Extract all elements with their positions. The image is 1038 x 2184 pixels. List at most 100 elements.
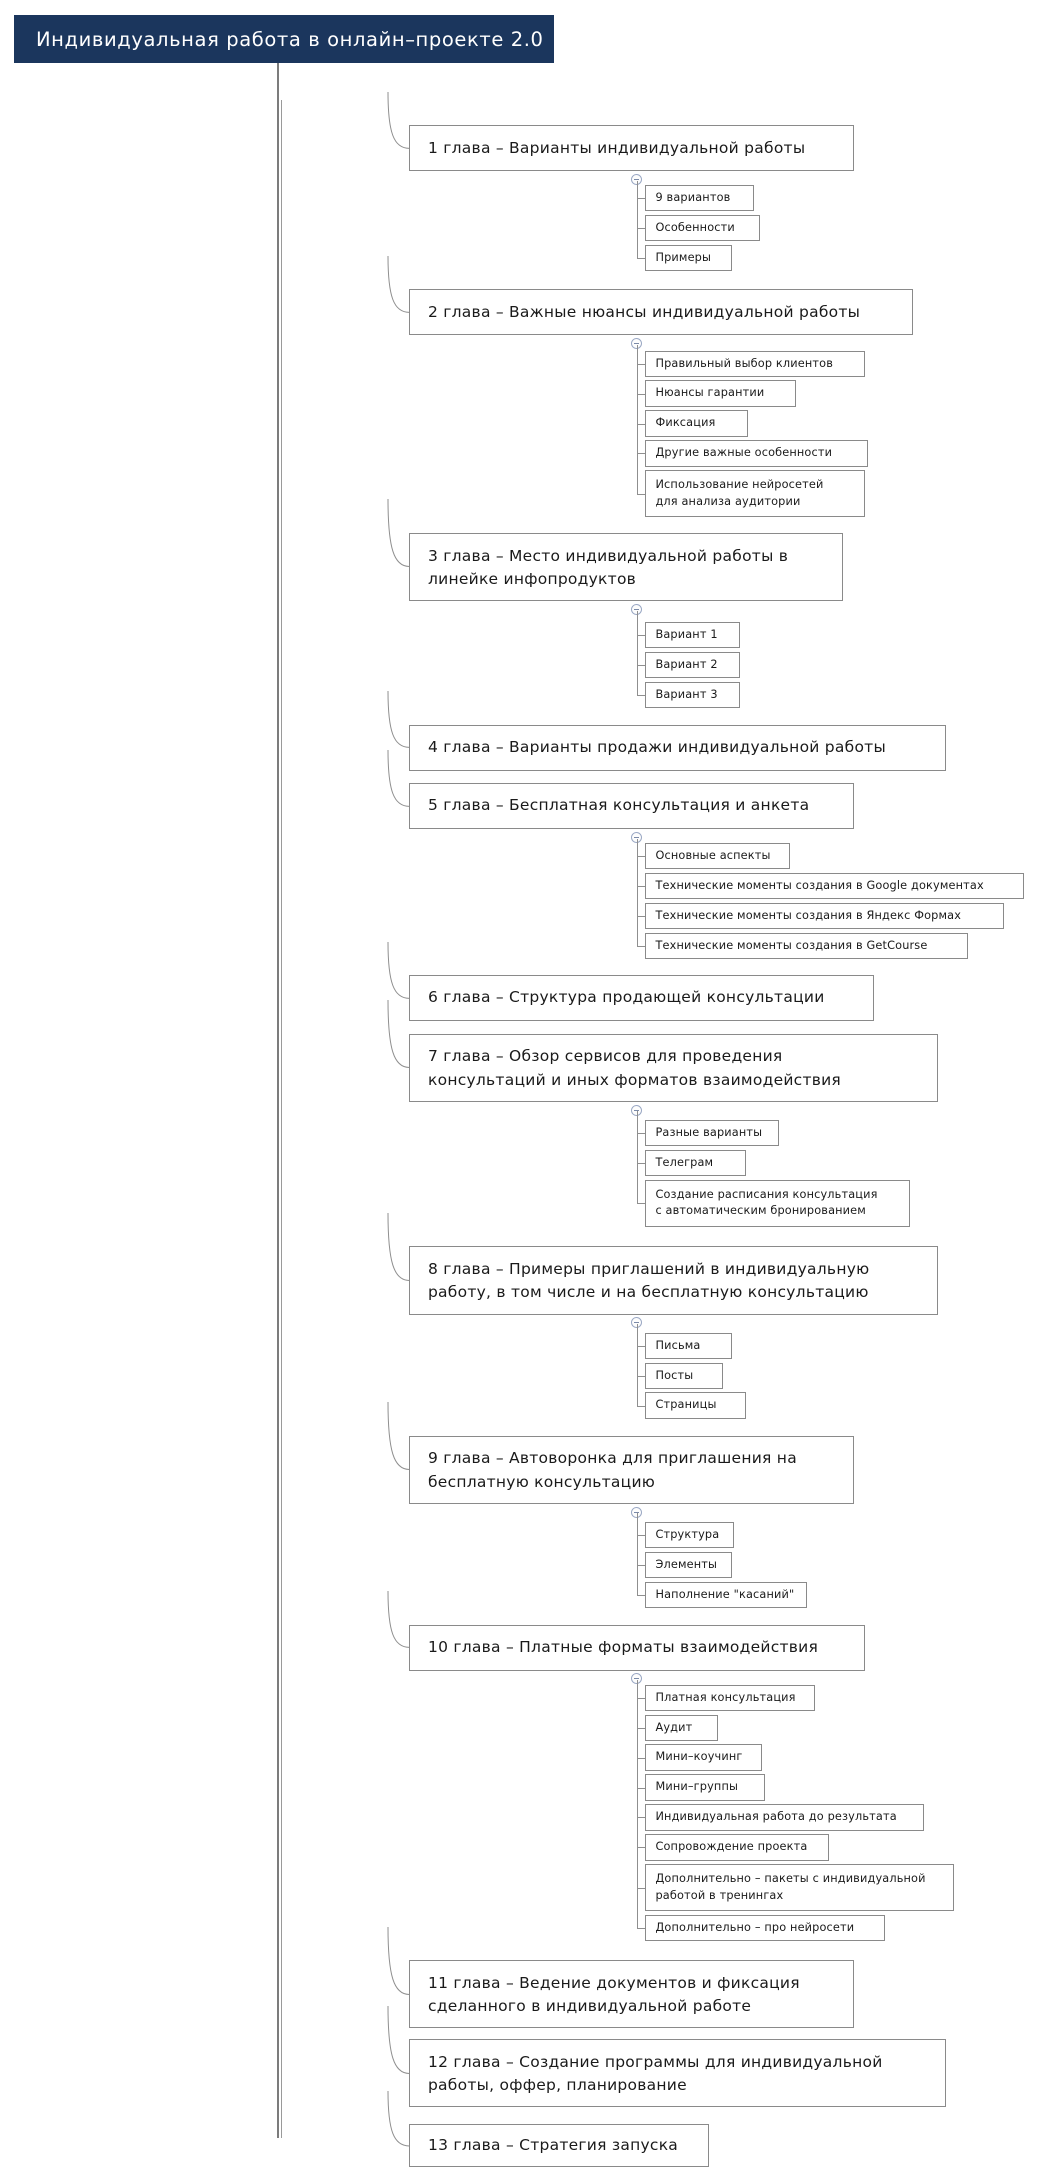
subtopic-connector bbox=[637, 1535, 646, 1537]
subtopic-connector bbox=[637, 916, 646, 918]
chapter-node-5[interactable]: 5 глава – Бесплатная консультация и анке… bbox=[408, 783, 855, 830]
chapter-label-4: 4 глава – Варианты продажи индивидуально… bbox=[427, 738, 886, 757]
subtopic-node[interactable]: Правильный выбор клиентов bbox=[645, 350, 866, 377]
subtopic-label: Индивидуальная работа до результата bbox=[655, 1810, 897, 1824]
subtopic-node[interactable]: Дополнительно – про нейросети bbox=[645, 1914, 885, 1941]
subtopic-label: Фиксация bbox=[655, 416, 716, 430]
subtopic-label: Письма bbox=[655, 1338, 701, 1352]
subtopic-label: Использование нейросетей для анализа ауд… bbox=[655, 478, 824, 508]
subtopic-node[interactable]: Фиксация bbox=[645, 410, 749, 437]
collapse-toggle-icon-10[interactable] bbox=[630, 1673, 642, 1685]
subtopic-node[interactable]: Страницы bbox=[645, 1392, 746, 1419]
collapse-toggle-icon-9[interactable] bbox=[630, 1506, 642, 1518]
subtopic-connector bbox=[637, 228, 646, 230]
subtopic-connector bbox=[637, 1133, 646, 1135]
subtopic-label: Вариант 3 bbox=[655, 687, 718, 701]
subtopic-node[interactable]: Аудит bbox=[645, 1714, 718, 1741]
subtopic-node[interactable]: Дополнительно – пакеты с индивидуальной … bbox=[645, 1864, 955, 1912]
subtopic-connector bbox=[637, 664, 646, 666]
collapse-toggle-icon-3[interactable] bbox=[630, 603, 642, 615]
chapter-node-8[interactable]: 8 глава – Примеры приглашений в индивиду… bbox=[408, 1246, 938, 1315]
subtopic-connector bbox=[637, 1594, 646, 1596]
subtopic-node[interactable]: Посты bbox=[645, 1362, 724, 1389]
subtopic-connector bbox=[637, 493, 646, 495]
subtopic-node[interactable]: Мини–коучинг bbox=[645, 1744, 763, 1771]
subtopic-node[interactable]: Нюансы гарантии bbox=[645, 380, 796, 407]
subtopic-label: Примеры bbox=[655, 250, 712, 264]
chapter-node-9[interactable]: 9 глава – Автоворонка для приглашения на… bbox=[408, 1435, 855, 1504]
subtopic-connector bbox=[637, 1927, 646, 1929]
subtopic-connector bbox=[637, 363, 646, 365]
subtopic-node[interactable]: Вариант 3 bbox=[645, 681, 741, 709]
subtopic-node[interactable]: Структура bbox=[645, 1521, 735, 1549]
subtopic-node[interactable]: Письма bbox=[645, 1332, 732, 1360]
trunk-line bbox=[277, 63, 279, 2138]
subtopic-spine bbox=[637, 1680, 639, 1928]
subtopic-node[interactable]: Особенности bbox=[645, 214, 760, 242]
subtopic-node[interactable]: Использование нейросетей для анализа ауд… bbox=[645, 470, 866, 518]
subtopic-connector bbox=[637, 694, 646, 696]
subtopic-node[interactable]: Другие важные особенности bbox=[645, 440, 869, 467]
chapter-node-13[interactable]: 13 глава – Стратегия запуска bbox=[408, 2124, 710, 2168]
subtopic-node[interactable]: Создание расписания консультация с автом… bbox=[645, 1179, 910, 1227]
subtopic-node[interactable]: Элементы bbox=[645, 1551, 732, 1579]
collapse-toggle-icon-8[interactable] bbox=[630, 1317, 642, 1329]
root-title-node[interactable]: Индивидуальная работа в онлайн–проекте 2… bbox=[14, 15, 554, 63]
chapter-label-10: 10 глава – Платные форматы взаимодействи… bbox=[427, 1638, 819, 1657]
subtopic-spine bbox=[637, 1111, 639, 1204]
subtopic-label: 9 вариантов bbox=[655, 191, 731, 205]
chapter-node-4[interactable]: 4 глава – Варианты продажи индивидуально… bbox=[408, 724, 946, 771]
subtopic-connector bbox=[637, 1727, 646, 1729]
subtopic-node[interactable]: Телеграм bbox=[645, 1149, 746, 1177]
collapse-toggle-icon-7[interactable] bbox=[630, 1104, 642, 1116]
subtopic-node[interactable]: Наполнение "касаний" bbox=[645, 1581, 807, 1609]
chapter-node-12[interactable]: 12 глава – Создание программы для индиви… bbox=[408, 2039, 946, 2108]
collapse-toggle-icon-5[interactable] bbox=[630, 831, 642, 843]
subtopic-label: Телеграм bbox=[655, 1155, 714, 1169]
subtopic-node[interactable]: Платная консультация bbox=[645, 1684, 816, 1712]
subtopic-connector bbox=[637, 1162, 646, 1164]
chapter-label-7: 7 глава – Обзор сервисов для проведения … bbox=[427, 1047, 842, 1089]
subtopic-spine bbox=[637, 610, 639, 695]
collapse-toggle-icon-2[interactable] bbox=[630, 338, 642, 350]
chapter-node-10[interactable]: 10 глава – Платные форматы взаимодействи… bbox=[408, 1624, 866, 1671]
chapter-node-3[interactable]: 3 глава – Место индивидуальной работы в … bbox=[408, 532, 843, 601]
chapter-label-5: 5 глава – Бесплатная консультация и анке… bbox=[427, 796, 810, 815]
subtopic-label: Сопровождение проекта bbox=[655, 1840, 808, 1854]
subtopic-node[interactable]: Мини–группы bbox=[645, 1774, 766, 1801]
subtopic-node[interactable]: Вариант 1 bbox=[645, 621, 741, 649]
chapter-label-6: 6 глава – Структура продающей консультац… bbox=[427, 988, 825, 1007]
chapter-node-7[interactable]: 7 глава – Обзор сервисов для проведения … bbox=[408, 1033, 938, 1102]
subtopic-label: Особенности bbox=[655, 220, 735, 234]
subtopic-node[interactable]: Разные варианты bbox=[645, 1119, 779, 1147]
subtopic-node[interactable]: Основные аспекты bbox=[645, 842, 791, 870]
chapter-node-6[interactable]: 6 глава – Структура продающей консультац… bbox=[408, 975, 874, 1022]
subtopic-connector bbox=[637, 1405, 646, 1407]
subtopic-label: Основные аспекты bbox=[655, 849, 771, 862]
subtopic-connector bbox=[637, 423, 646, 425]
subtopic-label: Структура bbox=[655, 1527, 720, 1541]
subtopic-node[interactable]: Вариант 2 bbox=[645, 651, 741, 679]
subtopic-label: Страницы bbox=[655, 1398, 717, 1412]
subtopic-node[interactable]: Технические моменты создания в Яндекс Фо… bbox=[645, 902, 1005, 930]
chapter-node-11[interactable]: 11 глава – Ведение документов и фиксация… bbox=[408, 1960, 855, 2029]
subtopic-label: Разные варианты bbox=[655, 1125, 763, 1139]
subtopic-connector bbox=[637, 198, 646, 200]
chapter-node-2[interactable]: 2 глава – Важные нюансы индивидуальной р… bbox=[408, 289, 913, 336]
subtopic-connector bbox=[637, 393, 646, 395]
subtopic-node[interactable]: Сопровождение проекта bbox=[645, 1834, 830, 1861]
subtopic-node[interactable]: Технические моменты создания в Google до… bbox=[645, 872, 1024, 900]
subtopic-spine bbox=[637, 838, 639, 946]
subtopic-node[interactable]: Технические моменты создания в GetCourse bbox=[645, 932, 969, 960]
chapter-label-11: 11 глава – Ведение документов и фиксация… bbox=[427, 1973, 800, 2016]
chapter-node-1[interactable]: 1 глава – Варианты индивидуальной работы bbox=[408, 125, 855, 172]
subtopic-node[interactable]: Примеры bbox=[645, 244, 732, 272]
subtopic-connector bbox=[637, 1787, 646, 1789]
subtopic-connector bbox=[637, 1564, 646, 1566]
subtopic-connector bbox=[637, 1697, 646, 1699]
chapter-label-2: 2 глава – Важные нюансы индивидуальной р… bbox=[427, 302, 861, 321]
collapse-toggle-icon-1[interactable] bbox=[630, 173, 642, 185]
subtopic-node[interactable]: Индивидуальная работа до результата bbox=[645, 1804, 924, 1831]
subtopic-node[interactable]: 9 вариантов bbox=[645, 185, 754, 212]
subtopic-label: Наполнение "касаний" bbox=[655, 1587, 795, 1601]
